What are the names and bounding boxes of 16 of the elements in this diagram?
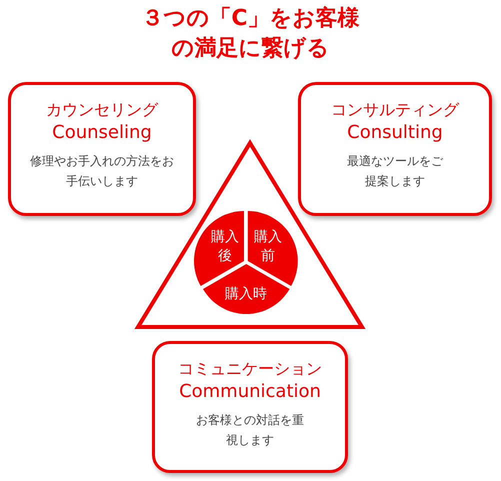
description: 最適なツールをご提案します: [346, 153, 444, 190]
subheading: Communication: [179, 380, 321, 404]
subheading: Counseling: [52, 121, 152, 145]
heading: コミュニケーション: [178, 358, 322, 380]
heading: コンサルティング: [331, 99, 459, 121]
description: 修理やお手入れの方法をお手伝いします: [29, 153, 175, 190]
subheading: Consulting: [347, 121, 443, 145]
segment-label: 購入後: [210, 228, 240, 266]
title: ３つの「C」をお客様の満足に繋げる: [140, 4, 360, 63]
card-box: [298, 82, 492, 216]
description: お客様との対話を重視します: [195, 412, 305, 449]
segment-label: 購入時: [224, 284, 268, 304]
heading: カウンセリング: [46, 99, 158, 121]
segment-label: 購入前: [253, 228, 283, 266]
card-box: [152, 341, 348, 473]
card-box: [8, 82, 196, 216]
